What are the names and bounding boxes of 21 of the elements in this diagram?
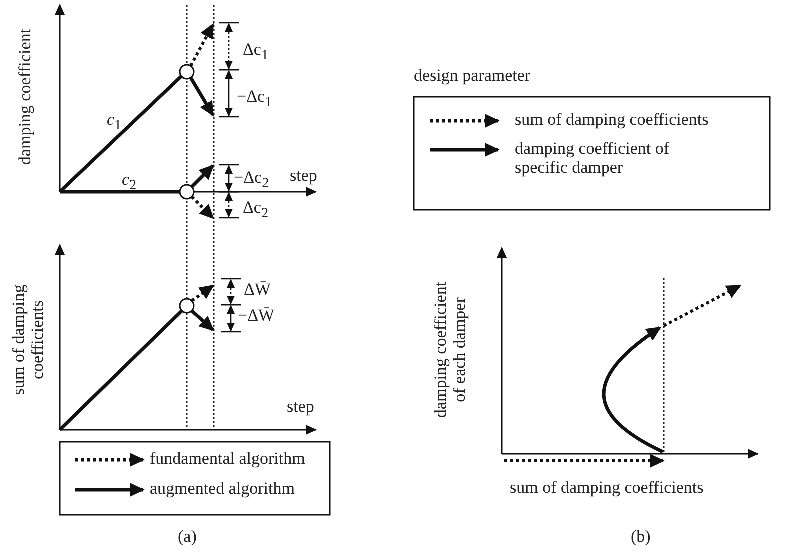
axis-label: sum of damping coefficients — [9, 284, 47, 398]
panel-label: (b) — [631, 527, 651, 546]
dimension-label: ΔW̄ — [244, 280, 271, 299]
panel-label: (a) — [178, 527, 197, 546]
axis-label: step — [287, 397, 314, 416]
curve-label: c$_{2}$ — [122, 170, 137, 196]
axis-label: sum of damping coefficients — [510, 478, 704, 497]
dimension-label: −ΔW̄ — [238, 306, 275, 325]
legend-text: fundamental algorithm — [150, 449, 306, 468]
dimension-label: −Δc$_{1}$ — [237, 87, 272, 112]
axis-label: step — [290, 166, 318, 185]
curve-label: c$_{1}$ — [107, 110, 122, 136]
dimension-label: Δc$_{1}$ — [243, 40, 269, 66]
axis-label: damping coefficient of each damper — [431, 280, 469, 420]
axis-label: damping coefficient — [16, 28, 34, 168]
dimension-label: −Δc$_{2}$ — [234, 168, 270, 194]
legend-text: sum of damping coefficients — [515, 110, 710, 129]
legend-text: augmented algorithm — [150, 479, 296, 498]
legend-text: damping coefficient of specific damper — [515, 139, 671, 177]
legend-title: design parameter — [414, 66, 531, 85]
dimension-label: Δc$_{2}$ — [243, 198, 269, 224]
